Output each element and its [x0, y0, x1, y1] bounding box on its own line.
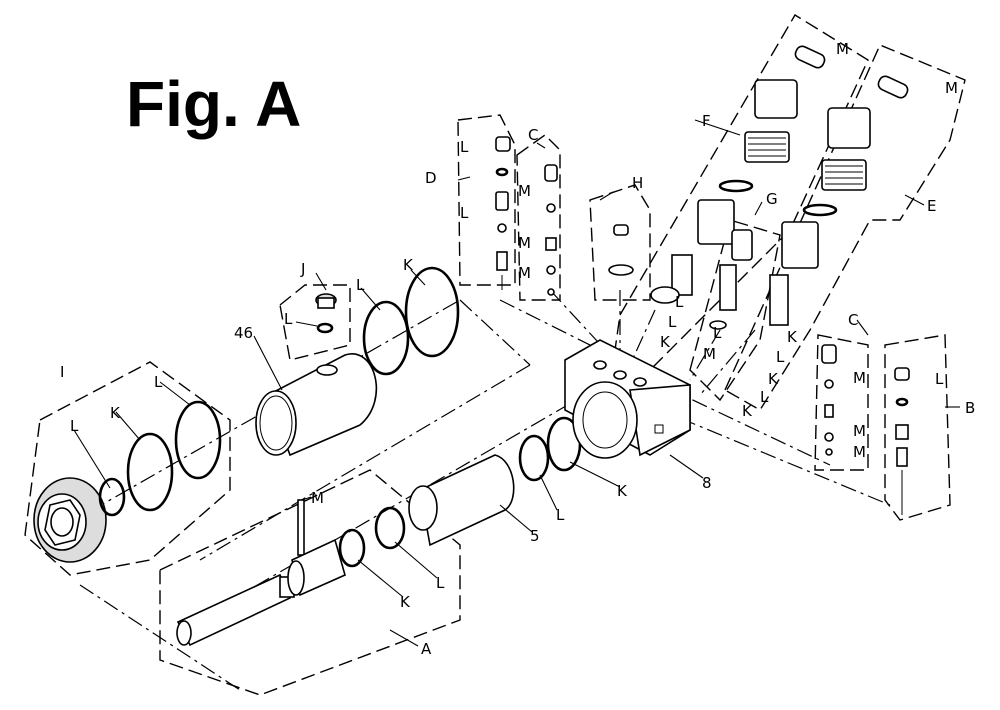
- centerlines: [39, 289, 891, 691]
- label-l: L: [776, 348, 785, 366]
- label-m: M: [518, 264, 531, 282]
- label-l: L: [70, 417, 79, 435]
- valve-stacks: [495, 136, 910, 515]
- label-m: M: [853, 443, 866, 461]
- label-assembly-b: B: [965, 399, 975, 417]
- label-k: K: [660, 333, 671, 351]
- part-46-cylinder-tube: [255, 266, 460, 457]
- label-assembly-i: I: [60, 363, 64, 381]
- label-assembly-g: G: [766, 190, 778, 208]
- label-assembly-e: E: [927, 197, 936, 215]
- label-l: L: [460, 138, 469, 156]
- label-m: M: [518, 234, 531, 252]
- label-m: M: [836, 40, 849, 58]
- label-k: K: [742, 402, 753, 420]
- label-m: M: [853, 422, 866, 440]
- label-assembly-c-right: C: [848, 311, 858, 329]
- label-m: M: [311, 489, 324, 507]
- leader-lines: [73, 119, 960, 647]
- cartridge-e: [769, 75, 909, 326]
- label-m: M: [853, 369, 866, 387]
- label-l: L: [675, 293, 684, 311]
- label-l: L: [556, 506, 565, 524]
- figure-title: Fig. A: [126, 68, 301, 140]
- labels: I A J D C H F G E C B 46 5 8 K K K K K K…: [60, 40, 975, 658]
- label-assembly-j: J: [300, 260, 305, 278]
- label-part-8: 8: [702, 474, 712, 492]
- label-assembly-d: D: [425, 169, 437, 187]
- label-k: K: [768, 370, 779, 388]
- label-l: L: [935, 370, 944, 388]
- label-l: L: [713, 324, 722, 342]
- part-i-end-cap: [33, 400, 222, 563]
- label-l: L: [460, 204, 469, 222]
- label-k: K: [400, 593, 411, 611]
- label-l: L: [760, 388, 769, 406]
- cartridge-g: [709, 229, 753, 330]
- part-8-manifold-block: [564, 339, 691, 459]
- label-l: L: [154, 373, 163, 391]
- label-l: L: [284, 310, 293, 328]
- label-l: L: [668, 313, 677, 331]
- label-k: K: [110, 404, 121, 422]
- label-k: K: [617, 482, 628, 500]
- label-assembly-c-top: C: [528, 126, 538, 144]
- label-k: K: [403, 256, 414, 274]
- label-l: L: [436, 574, 445, 592]
- label-k: K: [787, 328, 798, 346]
- part-a-piston-rod: [176, 499, 406, 647]
- label-m: M: [518, 182, 531, 200]
- cartridge-f: [650, 45, 826, 304]
- label-assembly-f: F: [702, 112, 711, 130]
- label-part-5: 5: [530, 527, 540, 545]
- label-assembly-a: A: [421, 640, 432, 658]
- label-l: L: [356, 276, 365, 294]
- label-part-46: 46: [234, 324, 253, 342]
- part-5-sleeve: [408, 416, 582, 547]
- label-assembly-h: H: [632, 174, 643, 192]
- label-m: M: [703, 345, 716, 363]
- label-m: M: [945, 79, 958, 97]
